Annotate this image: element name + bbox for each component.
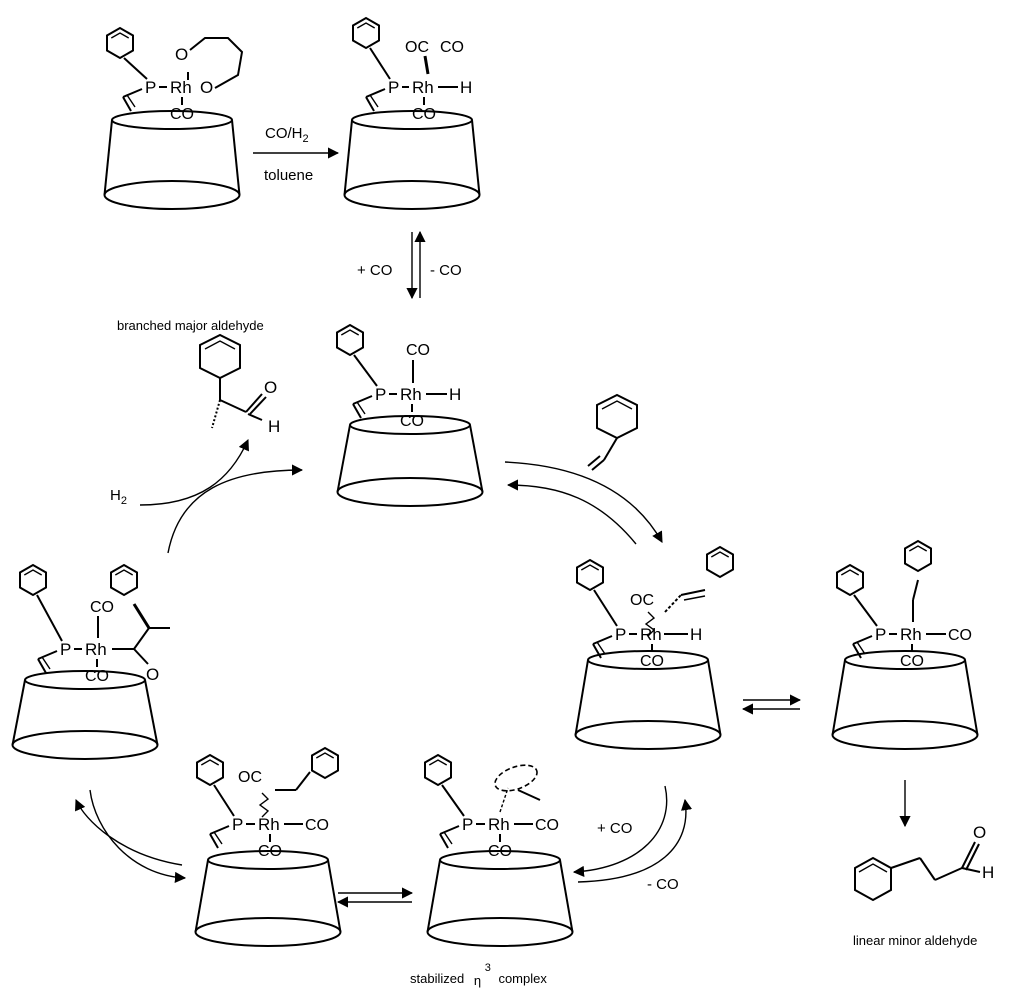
co-h2-label: CO/H2 <box>265 125 309 145</box>
carbonyl-inner: CO <box>400 413 424 430</box>
cyclodextrin-rim-bottom <box>103 180 241 210</box>
carbonyl-inner: CO <box>412 106 436 123</box>
carbonyl-inner: CO <box>170 106 194 123</box>
phosphorus-atom: P <box>462 815 473 834</box>
stabilized-complex-label: stabilized η 3 complex <box>410 959 547 988</box>
h2-addition-arrow <box>139 438 249 506</box>
styrene-addition-arrow <box>504 461 663 543</box>
carbonyl-right: CO <box>535 817 559 834</box>
phenyl-ring <box>196 753 224 787</box>
hydride-h: H <box>449 385 461 404</box>
rhodium-atom: Rh <box>412 78 434 97</box>
phosphorus-atom: P <box>60 640 71 659</box>
phosphorus-atom: P <box>615 625 626 644</box>
minus-co-arrow <box>572 785 668 877</box>
phenyl-ring <box>836 563 864 597</box>
carbonyl-right: CO <box>305 817 329 834</box>
phosphorus-atom: P <box>145 78 156 97</box>
phenyl-ring <box>110 563 138 597</box>
rhodium-atom: Rh <box>640 625 662 644</box>
rhodium-atom: Rh <box>900 625 922 644</box>
phenyl-ring <box>706 545 734 579</box>
phenyl-ring <box>336 323 364 357</box>
acyl-reverse-arrow <box>75 798 183 866</box>
carbonyl-top: CO <box>406 342 430 359</box>
phenyl-ring <box>424 753 452 787</box>
cyclodextrin-rim-bottom <box>574 720 722 750</box>
branched-aldehyde-molecule: O H <box>199 333 280 436</box>
phenyl-ring <box>352 16 380 50</box>
carbonyl-inner: CO <box>258 843 282 860</box>
cyclodextrin-rim-bottom <box>426 917 574 947</box>
aldehyde-hydrogen: H <box>268 417 280 436</box>
phenyl-ring <box>106 26 134 60</box>
linear-aldehyde-hydrogen: H <box>982 863 994 882</box>
phenyl-ring <box>19 563 47 597</box>
plus-co-top-label: + CO <box>357 262 392 279</box>
styrene-molecule <box>587 393 638 471</box>
cyclodextrin-rim-bottom <box>194 917 342 947</box>
phosphorus-atom: P <box>375 385 386 404</box>
diolate-oxygen-1: O <box>175 45 188 64</box>
carbonyl-co-right: CO <box>440 39 464 56</box>
minus-co-top-label: - CO <box>430 262 462 279</box>
phenyl-ring <box>311 746 339 780</box>
phosphorus-atom: P <box>232 815 243 834</box>
hydride-h: H <box>460 78 472 97</box>
rhodium-atom: Rh <box>488 815 510 834</box>
carbonyl-inner: CO <box>85 668 109 685</box>
carbonyl-oc-left: OC <box>405 39 429 56</box>
minus-co-right-label: - CO <box>647 876 679 893</box>
plus-co-arrow <box>577 798 693 883</box>
cyclodextrin-rim-bottom <box>831 720 979 750</box>
cyclodextrin-rim-bottom <box>11 730 159 760</box>
diolate-oxygen-2: O <box>200 78 213 97</box>
phosphorus-atom: P <box>388 78 399 97</box>
cyclodextrin-rim-bottom <box>343 180 481 210</box>
linear-aldehyde-label: linear minor aldehyde <box>853 933 977 948</box>
h2-label: H2 <box>110 487 127 507</box>
carbonyl-oc: OC <box>238 769 262 786</box>
carbonyl-right: CO <box>948 627 972 644</box>
carbonyl-inner: CO <box>900 653 924 670</box>
carbonyl-inner: CO <box>640 653 664 670</box>
plus-co-right-label: + CO <box>597 820 632 837</box>
carbonyl-top: CO <box>90 599 114 616</box>
linear-aldehyde-molecule: O H <box>854 823 994 902</box>
phosphorus-atom: P <box>875 625 886 644</box>
cyclodextrin-rim-bottom <box>336 477 484 507</box>
aldehyde-oxygen: O <box>264 378 277 397</box>
acyl-oxygen: O <box>146 665 159 684</box>
linear-aldehyde-oxygen: O <box>973 823 986 842</box>
reductive-elimination-arrow <box>167 464 304 554</box>
phenyl-ring <box>576 558 604 592</box>
migratory-insertion-arrow <box>89 789 187 884</box>
toluene-label: toluene <box>264 167 313 184</box>
carbonyl-oc: OC <box>630 592 654 609</box>
rhodium-atom: Rh <box>85 640 107 659</box>
carbonyl-inner: CO <box>488 843 512 860</box>
rhodium-atom: Rh <box>170 78 192 97</box>
hydride-h: H <box>690 625 702 644</box>
branched-aldehyde-label: branched major aldehyde <box>117 318 264 333</box>
styrene-dissociation-arrow <box>506 479 637 545</box>
phenyl-ring <box>904 539 932 573</box>
rhodium-atom: Rh <box>400 385 422 404</box>
rhodium-atom: Rh <box>258 815 280 834</box>
